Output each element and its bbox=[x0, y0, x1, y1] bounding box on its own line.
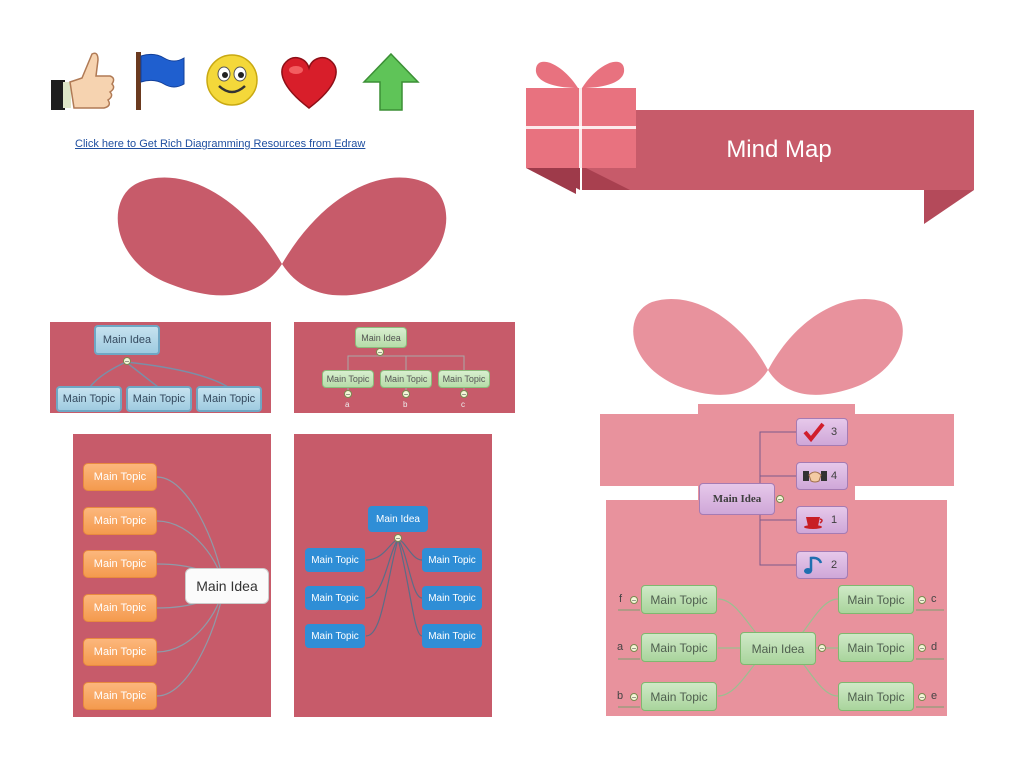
collapse-toggle[interactable]: − bbox=[376, 348, 384, 357]
main-topic-node[interactable]: Main Topic bbox=[380, 370, 432, 388]
collapse-toggle[interactable]: − bbox=[918, 596, 926, 605]
main-topic-node[interactable]: Main Topic bbox=[641, 633, 717, 662]
thumbs-up-icon bbox=[51, 52, 115, 110]
connector-lines bbox=[89, 361, 229, 388]
icon-topic-label: 3 bbox=[831, 426, 838, 438]
main-topic-node[interactable]: Main Topic bbox=[838, 633, 914, 662]
main-topic-node[interactable]: Main Topic bbox=[56, 386, 122, 412]
main-topic-node[interactable]: Main Topic bbox=[305, 548, 365, 572]
main-topic-node[interactable]: Main Topic bbox=[126, 386, 192, 412]
icon-row bbox=[48, 48, 428, 118]
leaf-label: c bbox=[931, 593, 937, 605]
coffee-cup-icon bbox=[804, 517, 823, 529]
mindmap-template-1[interactable]: Main Idea − Main Topic Main Topic Main T… bbox=[50, 322, 271, 413]
main-idea-node[interactable]: Main Idea bbox=[699, 483, 775, 515]
main-topic-node[interactable]: Main Topic bbox=[83, 507, 157, 535]
mindmap-template-2[interactable]: Main Idea − Main Topic Main Topic Main T… bbox=[294, 322, 515, 413]
connector-lines bbox=[759, 431, 796, 566]
main-idea-node[interactable]: Main Idea bbox=[740, 632, 816, 665]
collapse-toggle[interactable]: − bbox=[630, 693, 638, 702]
icon-topic-node[interactable]: 2 bbox=[796, 551, 848, 579]
main-idea-node[interactable]: Main Idea bbox=[368, 506, 428, 532]
collapse-toggle[interactable]: − bbox=[344, 390, 352, 399]
main-idea-node[interactable]: Main Idea bbox=[355, 327, 407, 348]
main-topic-node[interactable]: Main Topic bbox=[83, 550, 157, 578]
collapse-toggle[interactable]: − bbox=[818, 644, 826, 653]
main-topic-node[interactable]: Main Topic bbox=[422, 586, 482, 610]
main-topic-node[interactable]: Main Topic bbox=[196, 386, 262, 412]
main-topic-node[interactable]: Main Topic bbox=[438, 370, 490, 388]
collapse-toggle[interactable]: − bbox=[402, 390, 410, 399]
main-topic-node[interactable]: Main Topic bbox=[305, 624, 365, 648]
main-topic-node[interactable]: Main Topic bbox=[83, 594, 157, 622]
main-topic-node[interactable]: Main Topic bbox=[641, 585, 717, 614]
main-topic-node[interactable]: Main Topic bbox=[838, 585, 914, 614]
leaf-label: b bbox=[617, 690, 624, 702]
collapse-toggle[interactable]: − bbox=[630, 596, 638, 605]
leaf-label: e bbox=[931, 690, 938, 702]
leaf-label: b bbox=[403, 400, 408, 409]
icon-topic-node[interactable]: 3 bbox=[796, 418, 848, 446]
leaf-label: f bbox=[619, 593, 623, 605]
bow-decoration bbox=[117, 177, 447, 296]
banner-ribbon bbox=[526, 61, 974, 224]
main-topic-node[interactable]: Main Topic bbox=[83, 682, 157, 710]
handshake-icon bbox=[803, 471, 827, 483]
checkmark-icon bbox=[803, 422, 825, 442]
leaf-label: a bbox=[617, 641, 624, 653]
icon-topic-label: 4 bbox=[831, 470, 838, 482]
gift-lid-knot bbox=[698, 404, 855, 416]
main-topic-node[interactable]: Main Topic bbox=[641, 682, 717, 711]
smiley-face-icon bbox=[206, 54, 258, 106]
edraw-resources-link[interactable]: Click here to Get Rich Diagramming Resou… bbox=[75, 138, 366, 150]
icon-topic-node[interactable]: 4 bbox=[796, 462, 848, 490]
gift-lid bbox=[600, 414, 954, 486]
collapse-toggle[interactable]: − bbox=[918, 693, 926, 702]
mindmap-template-4[interactable]: Main Idea − Main Topic Main Topic Main T… bbox=[294, 434, 492, 717]
icon-topic-label: 1 bbox=[831, 514, 838, 526]
leaf-label: d bbox=[931, 641, 938, 653]
collapse-toggle[interactable]: − bbox=[460, 390, 468, 399]
icon-topic-node[interactable]: 1 bbox=[796, 506, 848, 534]
connector-lines bbox=[618, 598, 944, 708]
main-topic-node[interactable]: Main Topic bbox=[305, 586, 365, 610]
main-topic-node[interactable]: Main Topic bbox=[422, 624, 482, 648]
main-topic-node[interactable]: Main Topic bbox=[83, 463, 157, 491]
main-topic-node[interactable]: Main Topic bbox=[422, 548, 482, 572]
main-idea-node[interactable]: Main Idea bbox=[185, 568, 269, 604]
leaf-label: a bbox=[345, 400, 350, 409]
green-up-arrow-icon bbox=[362, 52, 420, 111]
collapse-toggle[interactable]: − bbox=[394, 534, 402, 543]
leaf-label: c bbox=[461, 400, 465, 409]
collapse-toggle[interactable]: − bbox=[776, 495, 784, 504]
icon-topic-label: 2 bbox=[831, 559, 838, 571]
collapse-toggle[interactable]: − bbox=[123, 357, 131, 366]
collapse-toggle[interactable]: − bbox=[918, 644, 926, 653]
blue-flag-icon bbox=[136, 52, 185, 110]
main-idea-node[interactable]: Main Idea bbox=[94, 325, 160, 355]
banner-title: Mind Map bbox=[726, 136, 832, 163]
main-topic-node[interactable]: Main Topic bbox=[838, 682, 914, 711]
music-note-icon bbox=[804, 556, 823, 574]
gift-bow bbox=[633, 298, 903, 395]
main-topic-node[interactable]: Main Topic bbox=[83, 638, 157, 666]
collapse-toggle[interactable]: − bbox=[630, 644, 638, 653]
heart-icon bbox=[281, 57, 337, 109]
connector-lines bbox=[365, 538, 423, 637]
mindmap-template-3[interactable]: Main Topic Main Topic Main Topic Main To… bbox=[73, 434, 271, 717]
main-topic-node[interactable]: Main Topic bbox=[322, 370, 374, 388]
